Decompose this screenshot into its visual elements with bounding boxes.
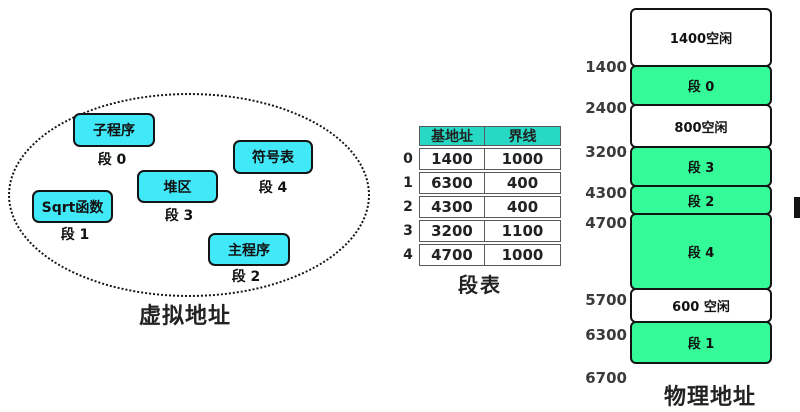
table-row: 3 3200 1100 bbox=[397, 220, 561, 242]
memory-block-segment-1: 段 1 bbox=[630, 321, 772, 364]
limit-cell: 400 bbox=[484, 196, 561, 218]
row-index: 4 bbox=[403, 247, 413, 263]
base-address-cell: 4300 bbox=[419, 196, 485, 218]
table-header-limit: 界线 bbox=[484, 126, 561, 146]
physical-memory-column: 1400空闲 段 0 800空闲 段 3 段 2 段 4 600 空闲 段 1 bbox=[630, 8, 772, 364]
row-index: 3 bbox=[403, 223, 413, 239]
address-boundary-label: 2400 bbox=[585, 99, 627, 117]
segment-number-label-1: 段 1 bbox=[60, 227, 90, 243]
limit-cell: 1000 bbox=[484, 244, 561, 266]
segment-box-main-program: 主程序 bbox=[208, 233, 290, 266]
base-address-cell: 6300 bbox=[419, 172, 485, 194]
base-address-cell: 1400 bbox=[419, 148, 485, 170]
right-edge-cropped-mark bbox=[794, 197, 800, 218]
table-row: 1 6300 400 bbox=[397, 172, 561, 194]
segment-table-title: 段表 bbox=[458, 273, 502, 297]
segment-box-sqrt-function: Sqrt函数 bbox=[32, 190, 113, 223]
address-boundary-label: 4300 bbox=[585, 184, 627, 202]
base-address-cell: 4700 bbox=[419, 244, 485, 266]
segment-box-symbol-table: 符号表 bbox=[233, 140, 313, 174]
segment-number-label-3: 段 3 bbox=[164, 208, 194, 224]
memory-block-segment-0: 段 0 bbox=[630, 65, 772, 106]
segment-table: 基地址 界线 0 1400 1000 1 6300 400 2 4300 400… bbox=[397, 126, 561, 268]
table-row: 2 4300 400 bbox=[397, 196, 561, 218]
address-boundary-label: 1400 bbox=[585, 58, 627, 76]
row-index: 2 bbox=[403, 199, 413, 215]
segment-box-heap: 堆区 bbox=[137, 170, 218, 203]
segment-number-label-0: 段 0 bbox=[97, 152, 127, 168]
table-row: 0 1400 1000 bbox=[397, 148, 561, 170]
row-index: 0 bbox=[403, 151, 413, 167]
row-index: 1 bbox=[403, 175, 413, 191]
segment-table-header-row: 基地址 界线 bbox=[397, 126, 561, 146]
virtual-address-ellipse bbox=[8, 93, 370, 297]
memory-block-segment-4: 段 4 bbox=[630, 213, 772, 290]
limit-cell: 1000 bbox=[484, 148, 561, 170]
segment-number-label-4: 段 4 bbox=[258, 180, 288, 196]
physical-address-title: 物理地址 bbox=[663, 385, 756, 410]
memory-block-free: 1400空闲 bbox=[630, 8, 772, 67]
address-boundary-label: 3200 bbox=[585, 143, 627, 161]
base-address-cell: 3200 bbox=[419, 220, 485, 242]
limit-cell: 1100 bbox=[484, 220, 561, 242]
limit-cell: 400 bbox=[484, 172, 561, 194]
segment-box-subprogram: 子程序 bbox=[73, 113, 155, 147]
memory-block-segment-3: 段 3 bbox=[630, 146, 772, 187]
virtual-address-title: 虚拟地址 bbox=[138, 304, 231, 329]
table-row: 4 4700 1000 bbox=[397, 244, 561, 266]
segment-number-label-2: 段 2 bbox=[231, 269, 261, 285]
address-boundary-label: 5700 bbox=[585, 291, 627, 309]
memory-block-segment-2: 段 2 bbox=[630, 185, 772, 215]
table-header-base-address: 基地址 bbox=[419, 126, 485, 146]
address-boundary-label: 6700 bbox=[585, 369, 627, 387]
memory-block-free: 800空闲 bbox=[630, 104, 772, 148]
address-boundary-label: 4700 bbox=[585, 214, 627, 232]
memory-block-free: 600 空闲 bbox=[630, 288, 772, 323]
address-boundary-label: 6300 bbox=[585, 326, 627, 344]
